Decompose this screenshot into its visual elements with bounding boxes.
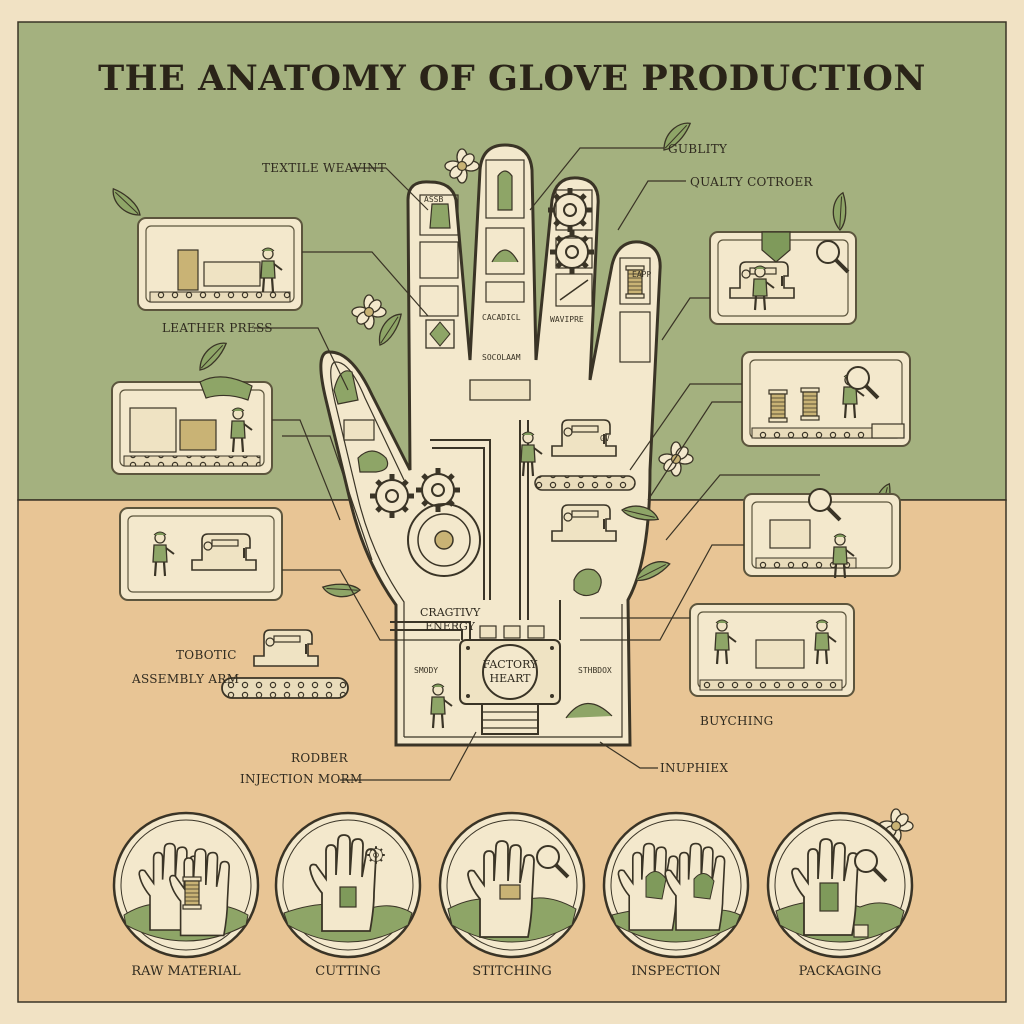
stage-packaging: PACKAGING (798, 964, 882, 979)
stage-stitching: STITCHING (472, 964, 552, 979)
panel-robotic-arm (221, 629, 349, 699)
hand-label-index: ASSB (424, 195, 444, 204)
hand-label-smody: SMODY (414, 666, 439, 675)
panel-buyching (689, 603, 855, 697)
stage-cutting: CUTTING (315, 964, 381, 979)
page-title: THE ANATOMY OF GLOVE PRODUCTION (98, 58, 926, 99)
hand-label-socolaam: SOCOLAAM (482, 353, 521, 362)
stage-inspection: INSPECTION (631, 964, 721, 979)
panel-rublty-assembly (743, 487, 901, 580)
panel-spools (741, 351, 911, 447)
hand-label-cacadicl: CACADICL (482, 313, 521, 322)
label-assembly-arm: ASSEMBLY ARM (132, 672, 240, 686)
factory-heart-label: FACTORY HEART (480, 658, 540, 686)
stage-circles (112, 811, 914, 959)
label-inuphiex: INUPHIEX (660, 761, 729, 775)
heart-line1: FACTORY (482, 658, 538, 671)
label-injection-morm: INJECTION MORM (240, 772, 363, 786)
label-textile-weaving: TEXTILE WEAVINT (262, 161, 387, 175)
panel-sewing-left (119, 507, 283, 601)
label-buyching: BUYCHING (700, 714, 774, 728)
label-rubber: RODBER (291, 751, 348, 765)
creative-line2: ENERGY (425, 620, 475, 633)
label-gublity: GUBLITY (668, 142, 728, 156)
hand-outline (319, 143, 662, 747)
panel-textile-weaving (137, 217, 303, 311)
heart-line2: HEART (489, 672, 531, 685)
hand-label-ring: EAPP (632, 270, 652, 279)
label-leather-press: LEATHER PRESS (162, 321, 273, 335)
creative-line1: CRAGTIVY (420, 606, 481, 619)
label-quality-control: QUALTY COTROER (690, 175, 813, 189)
panel-leather-press (111, 376, 273, 475)
creative-energy-label: CRAGTIVY ENERGY (420, 606, 480, 634)
hand-label-sthbdox: STHBDOX (578, 666, 612, 675)
hand-label-gv: GV (600, 434, 610, 443)
panel-quality-control (709, 231, 857, 325)
stage-raw-material: RAW MATERIAL (131, 964, 241, 979)
label-tobotic: TOBOTIC (176, 648, 237, 662)
hand-label-waviper: WAVIPRE (550, 315, 584, 324)
